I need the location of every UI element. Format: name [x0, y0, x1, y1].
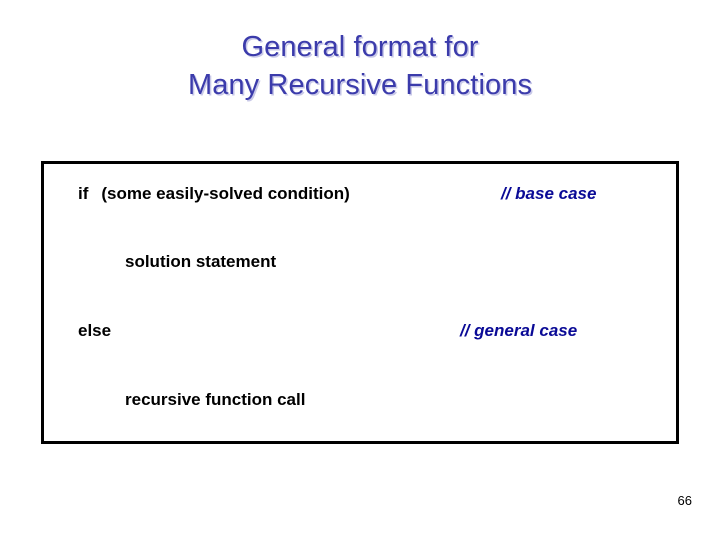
code-keyword-else: else [78, 321, 112, 340]
title-line-1: General format for [241, 31, 479, 63]
pseudocode-box: if (some easily-solved condition) // base… [41, 161, 679, 444]
comment-general-case: // general case [460, 321, 578, 340]
comment-base-case: // base case [501, 184, 597, 203]
code-line-recursive-function-call: recursive function call [125, 390, 306, 409]
page-number: 66 [677, 493, 692, 508]
title-line-2: Many Recursive Functions [187, 69, 533, 101]
page-title: General format for Many Recursive Functi… [0, 28, 720, 104]
code-condition: (some easily-solved condition) [101, 184, 350, 203]
code-line-if: if (some easily-solved condition) [78, 184, 350, 204]
code-line-solution-statement: solution statement [125, 252, 277, 271]
code-keyword-if: if [78, 184, 89, 203]
